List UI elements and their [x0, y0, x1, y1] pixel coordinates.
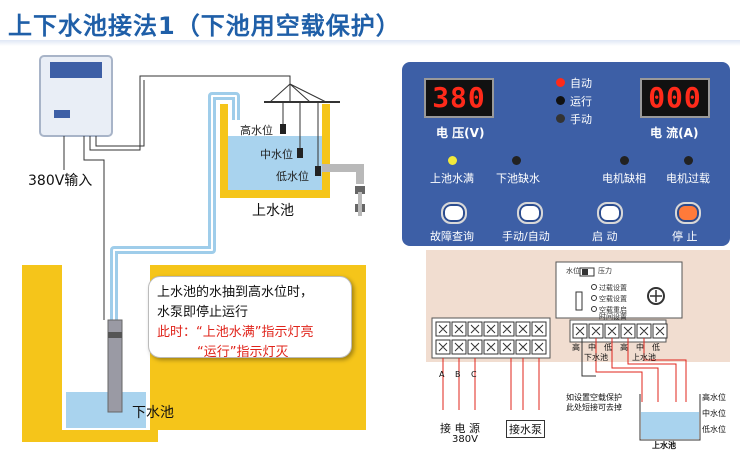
full-label: 上池水满 — [430, 172, 474, 185]
pump-band — [108, 332, 122, 338]
fault-query-button[interactable] — [441, 202, 467, 224]
lower-tank-water — [66, 392, 146, 428]
adjust-knob-mark — [650, 290, 662, 302]
probe-high — [280, 124, 286, 134]
setting-radio-2 — [591, 295, 597, 301]
high-level-label: 高水位 — [240, 124, 273, 137]
current-display: 000 — [640, 78, 710, 118]
overload-led — [684, 156, 693, 165]
terminal-crosses-left — [438, 324, 544, 352]
mode-toggle-label: 手动/自动 — [502, 230, 550, 243]
option-restart: 空载重启 — [599, 306, 627, 314]
manual-led — [556, 114, 565, 123]
pump-label: 接水泵 — [506, 420, 545, 438]
right-tank-label: 上水池 — [652, 441, 676, 450]
setting-radio-1 — [591, 284, 597, 290]
terminal-b-label: B — [455, 370, 461, 379]
wire-pump — [83, 136, 105, 320]
short-link — [581, 338, 596, 377]
phase-label: 电机缺相 — [602, 172, 646, 185]
small-tank-water — [641, 412, 699, 439]
callout-line-1: 上水池的水抽到高水位时， — [157, 285, 314, 300]
upper-high-label: 高 — [620, 343, 628, 352]
switch-label-top: 水位 — [566, 267, 580, 275]
lower-tank-label: 下水池 — [132, 405, 174, 421]
stop-label: 停 止 — [672, 230, 698, 243]
right-mid-label: 中水位 — [702, 409, 726, 418]
dip-switch — [575, 291, 583, 311]
callout-line-2: 水泵即停止运行 — [157, 305, 249, 320]
lower-high-label: 高 — [572, 343, 580, 352]
upper-low-label: 低 — [652, 343, 660, 352]
auto-led — [556, 78, 565, 87]
power-voltage: 380V — [452, 434, 478, 445]
start-label: 启 动 — [592, 230, 618, 243]
current-label: 电 流(A) — [650, 126, 699, 140]
run-label: 运行 — [570, 95, 592, 108]
lower-tank-terminal-label: 下水池 — [584, 353, 608, 362]
option-noload: 空载设置 — [599, 295, 627, 303]
option-restart-time: 时间设置 — [599, 313, 627, 321]
voltage-display: 380 — [424, 78, 494, 118]
upper-tank-label: 上水池 — [252, 203, 294, 219]
voltage-label: 电 压(V) — [436, 126, 485, 140]
wire-sensor — [89, 75, 291, 151]
outlet-pipe — [322, 164, 364, 184]
terminal-c-label: C — [471, 370, 477, 379]
title-divider — [0, 40, 740, 46]
upper-mid-label: 中 — [636, 343, 644, 352]
terminal-crosses-right — [575, 326, 665, 336]
phase-led — [620, 156, 629, 165]
manual-label: 手动 — [570, 113, 592, 126]
controller-badge — [54, 110, 70, 118]
short-led — [512, 156, 521, 165]
option-overload: 过载设置 — [599, 284, 627, 292]
note-line-1: 如设置空载保护 — [566, 393, 622, 402]
run-led — [556, 96, 565, 105]
start-button[interactable] — [597, 202, 623, 224]
probe-mid — [297, 148, 303, 158]
wire-sensor-2 — [95, 80, 145, 147]
upper-tank-terminal-label: 上水池 — [632, 353, 656, 362]
full-led — [448, 156, 457, 165]
overload-label: 电机过载 — [666, 172, 710, 185]
mode-toggle-button[interactable] — [517, 202, 543, 224]
callout-line-3: 此时：“上池水满”指示灯亮 — [157, 325, 314, 340]
outlet-tap-1 — [355, 186, 365, 194]
lower-mid-label: 中 — [588, 343, 596, 352]
page-title: 上下水池接法1（下池用空载保护） — [8, 12, 401, 40]
short-label: 下池缺水 — [496, 172, 540, 185]
sensor-wires — [595, 338, 687, 402]
switch-label-right: 压力 — [598, 267, 612, 275]
setting-radio-3 — [591, 306, 597, 312]
input-label: 380V输入 — [28, 173, 93, 189]
auto-label: 自动 — [570, 77, 592, 90]
power-wires — [442, 358, 540, 410]
small-tank — [639, 394, 701, 441]
low-level-label: 低水位 — [276, 170, 309, 183]
power-label: 接 电 源 — [440, 422, 480, 435]
mid-level-label: 中水位 — [260, 148, 293, 161]
probe-link-a — [269, 83, 327, 103]
info-callout: 上水池的水抽到高水位时， 水泵即停止运行 此时：“上池水满”指示灯亮 “运行”指… — [148, 276, 352, 360]
probe-low — [315, 166, 321, 176]
right-low-label: 低水位 — [702, 425, 726, 434]
riser-pipe-edge — [113, 95, 237, 320]
right-high-label: 高水位 — [702, 393, 726, 402]
fault-query-label: 故障查询 — [430, 230, 474, 243]
note-line-2: 此处短接可去掉 — [566, 403, 622, 412]
callout-line-4: “运行”指示灯灭 — [197, 345, 289, 360]
stop-button[interactable] — [675, 202, 701, 224]
lower-low-label: 低 — [604, 343, 612, 352]
pump-body — [107, 319, 123, 413]
controller-screen — [50, 62, 102, 78]
terminal-a-label: A — [439, 370, 445, 379]
mode-switch-knob — [582, 269, 588, 275]
upper-tank-water — [228, 136, 322, 190]
